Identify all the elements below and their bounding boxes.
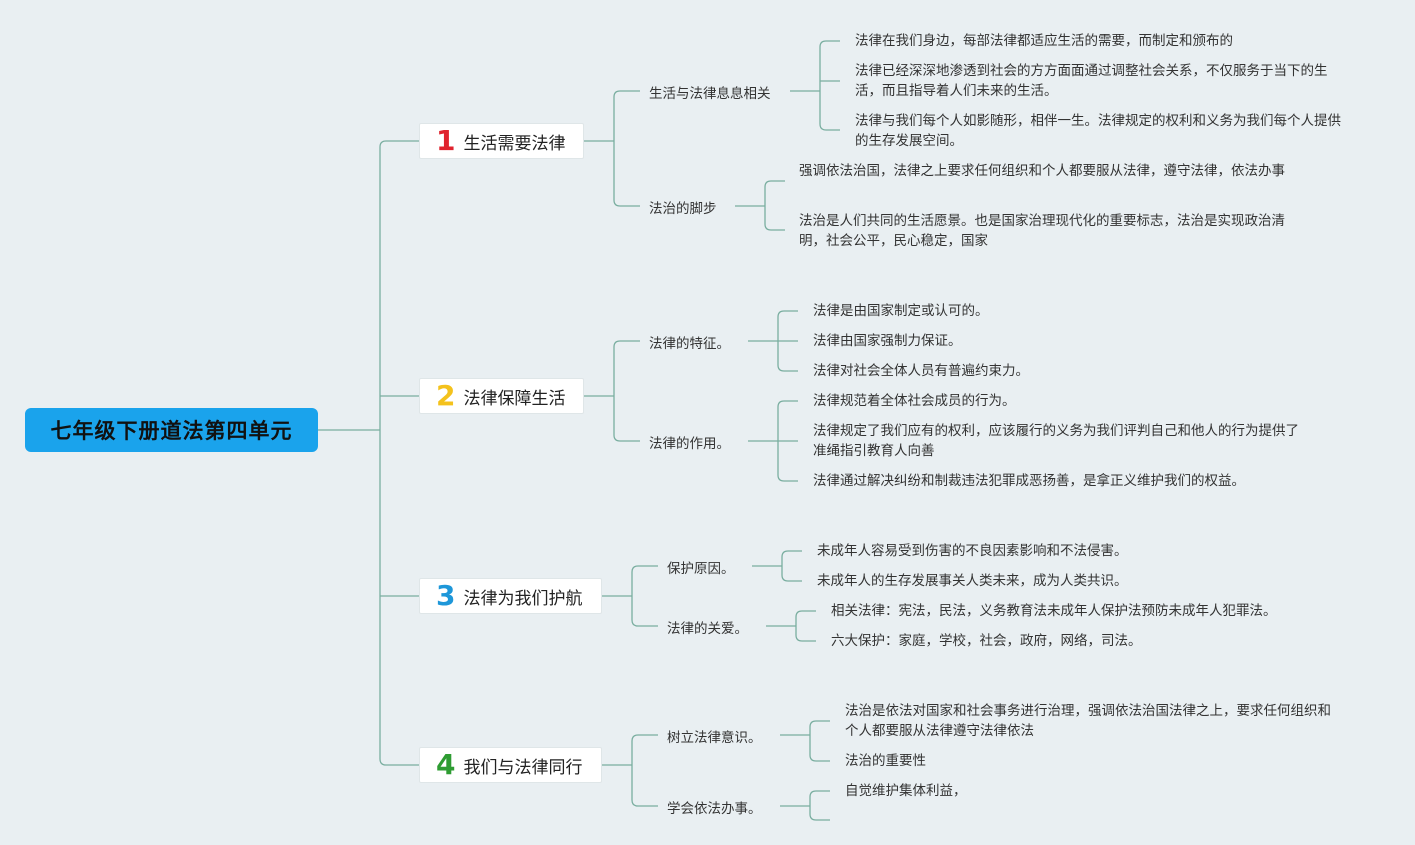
leaf-4-1-2[interactable]: 法治的重要性 — [845, 753, 926, 769]
leaf-1-1-3[interactable]: 法律与我们每个人如影随形，相伴一生。法律规定的权利和义务为我们每个人提供的生存发… — [855, 113, 1341, 149]
subtopic-2-2[interactable]: 法律的作用。 — [649, 436, 730, 452]
leaf-3-2-2[interactable]: 六大保护：家庭，学校，社会，政府，网络，司法。 — [831, 633, 1142, 649]
branch-3[interactable]: 3 法律为我们护航 — [419, 578, 602, 614]
leaf-1-1-1[interactable]: 法律在我们身边，每部法律都适应生活的需要，而制定和颁布的 — [855, 33, 1233, 49]
subtopic-2-1[interactable]: 法律的特征。 — [649, 336, 730, 352]
leaf-2-1-2[interactable]: 法律由国家强制力保证。 — [813, 333, 962, 349]
root-topic[interactable]: 七年级下册道法第四单元 — [25, 408, 318, 452]
leaf-2-1-1[interactable]: 法律是由国家制定或认可的。 — [813, 303, 989, 319]
subtopic-4-2[interactable]: 学会依法办事。 — [667, 801, 762, 817]
leaf-1-1-2[interactable]: 法律已经深深地渗透到社会的方方面面通过调整社会关系，不仅服务于当下的生活，而且指… — [855, 63, 1328, 99]
leaf-4-2-1[interactable]: 自觉维护集体利益， — [845, 783, 967, 799]
leaf-4-1-1[interactable]: 法治是依法对国家和社会事务进行治理，强调依法治国法律之上，要求任何组织和个人都要… — [845, 703, 1331, 739]
leaf-2-2-3[interactable]: 法律通过解决纠纷和制裁违法犯罪成恶扬善，是拿正义维护我们的权益。 — [813, 473, 1245, 489]
leaf-3-2-1[interactable]: 相关法律：宪法，民法，义务教育法未成年人保护法预防未成年人犯罪法。 — [831, 603, 1277, 619]
subtopic-1-1[interactable]: 生活与法律息息相关 — [649, 86, 771, 102]
number-1-icon: 1 — [436, 124, 456, 157]
branch-2-label: 法律保障生活 — [463, 388, 566, 409]
leaf-2-2-2[interactable]: 法律规定了我们应有的权利，应该履行的义务为我们评判自己和他人的行为提供了准绳指引… — [813, 423, 1299, 459]
subtopic-1-2[interactable]: 法治的脚步 — [649, 201, 717, 217]
branch-1[interactable]: 1 生活需要法律 — [419, 123, 584, 159]
leaf-2-1-3[interactable]: 法律对社会全体人员有普遍约束力。 — [813, 363, 1029, 379]
leaf-1-2-2[interactable]: 法治是人们共同的生活愿景。也是国家治理现代化的重要标志，法治是实现政治清明，社会… — [799, 213, 1285, 249]
subtopic-3-2[interactable]: 法律的关爱。 — [667, 621, 748, 637]
subtopic-3-1[interactable]: 保护原因。 — [667, 561, 735, 577]
leaf-3-1-1[interactable]: 未成年人容易受到伤害的不良因素影响和不法侵害。 — [817, 543, 1128, 559]
branch-4-label: 我们与法律同行 — [463, 757, 583, 778]
number-2-icon: 2 — [436, 379, 456, 412]
subtopic-4-1[interactable]: 树立法律意识。 — [667, 730, 762, 746]
number-3-icon: 3 — [436, 579, 456, 612]
branch-1-label: 生活需要法律 — [463, 133, 566, 154]
branch-3-label: 法律为我们护航 — [463, 588, 583, 609]
leaf-2-2-1[interactable]: 法律规范着全体社会成员的行为。 — [813, 393, 1016, 409]
leaf-3-1-2[interactable]: 未成年人的生存发展事关人类未来，成为人类共识。 — [817, 573, 1128, 589]
number-4-icon: 4 — [436, 748, 456, 781]
branch-4[interactable]: 4 我们与法律同行 — [419, 747, 602, 783]
leaf-1-2-1[interactable]: 强调依法治国，法律之上要求任何组织和个人都要服从法律，遵守法律，依法办事 — [799, 163, 1285, 179]
branch-2[interactable]: 2 法律保障生活 — [419, 378, 584, 414]
